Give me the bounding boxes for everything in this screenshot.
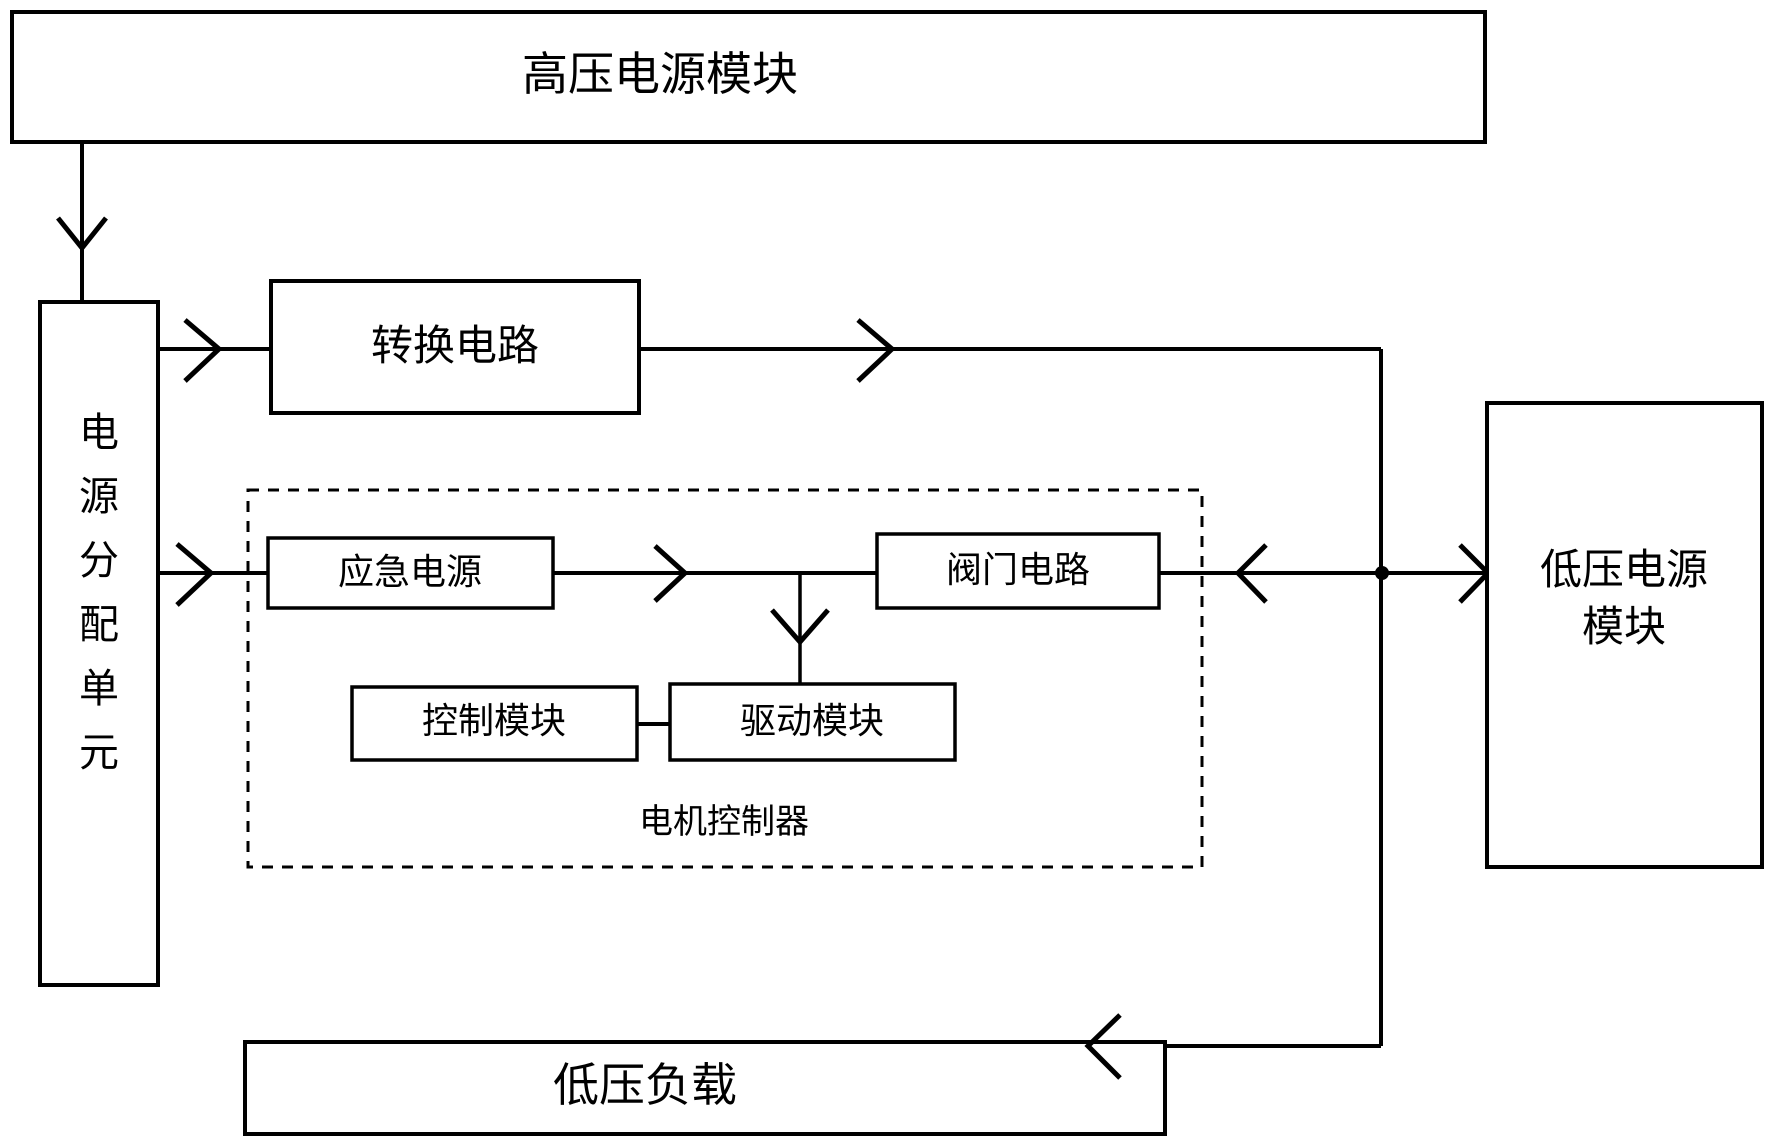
arrow-down-icon — [56, 216, 108, 253]
arrow-right-icon — [183, 318, 223, 383]
conversion-circuit-label: 转换电路 — [371, 321, 539, 370]
block-hv-power-module[interactable]: 高压电源模块 — [10, 10, 1487, 144]
arrow-down-icon — [770, 608, 830, 646]
connector-valve-to-lv-module — [1159, 543, 1492, 604]
block-power-distribution-unit[interactable]: 电 源 分 配 单 元 — [38, 300, 160, 987]
pdu-label-char-5: 元 — [79, 730, 119, 776]
arrow-right-icon — [175, 542, 215, 607]
motor-controller-label: 电机控制器 — [639, 802, 809, 842]
connector-hv-to-pdu — [56, 142, 108, 300]
pdu-label-char-1: 源 — [79, 474, 119, 520]
arrow-right-icon — [653, 544, 689, 603]
emergency-power-rect — [266, 536, 555, 610]
block-drive-module[interactable]: 驱动模块 — [668, 682, 957, 762]
arrow-left-icon — [1234, 543, 1268, 604]
connector-conversion-to-bus — [639, 318, 1383, 1046]
pdu-label-char-0: 电 — [79, 410, 119, 456]
group-motor-controller: 电机控制器 — [246, 488, 1204, 869]
block-conversion-circuit[interactable]: 转换电路 — [269, 279, 641, 415]
lv-load-rect — [243, 1040, 1167, 1136]
control-module-label: 控制模块 — [422, 701, 566, 742]
lv-load-label: 低压负载 — [553, 1058, 737, 1112]
drive-module-rect — [668, 682, 957, 762]
hv-power-module-rect — [10, 10, 1487, 144]
block-lv-power-module[interactable]: 低压电源 模块 — [1485, 401, 1764, 869]
pdu-label-char-3: 配 — [79, 602, 119, 648]
lv-power-module-label-line2: 模块 — [1582, 602, 1666, 651]
connector-bus-to-lv-load — [1084, 1013, 1381, 1080]
arrow-left-icon — [1084, 1013, 1122, 1080]
block-control-module[interactable]: 控制模块 — [350, 685, 639, 762]
power-distribution-unit-rect — [38, 300, 160, 987]
block-valve-circuit[interactable]: 阀门电路 — [875, 532, 1161, 610]
motor-controller-dashed-rect — [246, 488, 1204, 869]
pdu-label-char-4: 单 — [79, 666, 119, 712]
lv-power-module-rect — [1485, 401, 1764, 869]
arrow-right-icon — [856, 318, 896, 383]
block-lv-load[interactable]: 低压负载 — [243, 1040, 1167, 1136]
lv-power-module-label-line1: 低压电源 — [1540, 545, 1708, 594]
block-emergency-power[interactable]: 应急电源 — [266, 536, 555, 610]
connector-emergency-to-valve — [553, 544, 877, 690]
emergency-power-label: 应急电源 — [338, 552, 482, 593]
connector-pdu-to-conversion — [158, 318, 271, 383]
valve-circuit-label: 阀门电路 — [946, 550, 1090, 591]
drive-module-label: 驱动模块 — [740, 701, 884, 742]
hv-power-module-label: 高压电源模块 — [522, 47, 798, 101]
conversion-circuit-rect — [269, 279, 641, 415]
pdu-label-char-2: 分 — [79, 538, 119, 584]
